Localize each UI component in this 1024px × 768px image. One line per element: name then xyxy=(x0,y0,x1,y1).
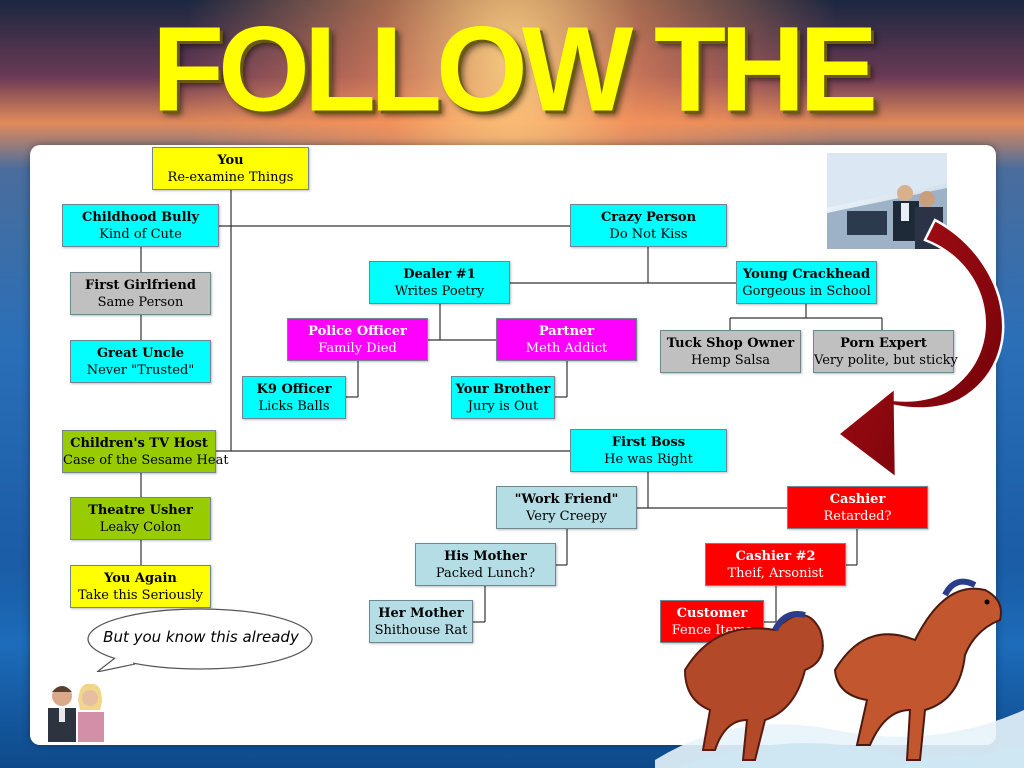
node-title: Great Uncle xyxy=(96,346,185,361)
node-subtitle: Meth Addict xyxy=(525,341,608,356)
node-subtitle: Very Creepy xyxy=(526,509,607,524)
node-subtitle: Kind of Cute xyxy=(99,227,182,242)
node-first-girlfriend: First Girlfriend Same Person xyxy=(70,272,211,315)
speech-bubble-text: But you know this already xyxy=(103,628,299,646)
node-theatre-usher: Theatre Usher Leaky Colon xyxy=(70,497,211,540)
node-k9-officer: K9 Officer Licks Balls xyxy=(242,376,346,419)
node-first-boss: First Boss He was Right xyxy=(570,429,727,472)
node-you-again: You Again Take this Seriously xyxy=(70,565,211,608)
node-subtitle: Packed Lunch? xyxy=(435,566,536,581)
node-customer: Customer Fence Items xyxy=(660,600,764,643)
node-title: Crazy Person xyxy=(600,210,697,225)
node-dealer-1: Dealer #1 Writes Poetry xyxy=(369,261,510,304)
node-title: Childhood Bully xyxy=(81,210,200,225)
node-title: Partner xyxy=(538,324,595,339)
node-title: His Mother xyxy=(444,549,527,564)
node-subtitle: Retarded? xyxy=(823,509,892,524)
node-title: Children's TV Host xyxy=(70,436,208,451)
node-subtitle: Very polite, but sticky xyxy=(814,353,958,368)
node-title: Her Mother xyxy=(378,606,464,621)
node-police-officer: Police Officer Family Died xyxy=(287,318,428,361)
node-her-mother: Her Mother Shithouse Rat xyxy=(369,600,473,643)
node-subtitle: Re-examine Things xyxy=(167,170,294,185)
node-subtitle: He was Right xyxy=(604,452,693,467)
node-subtitle: Fence Items xyxy=(671,623,753,638)
node-your-brother: Your Brother Jury is Out xyxy=(451,376,555,419)
node-subtitle: Writes Poetry xyxy=(394,284,485,299)
node-childhood-bully: Childhood Bully Kind of Cute xyxy=(62,204,219,247)
node-title: You Again xyxy=(104,571,177,586)
node-title: Tuck Shop Owner xyxy=(666,336,795,351)
node-subtitle: Take this Seriously xyxy=(77,588,204,603)
node-subtitle: Do Not Kiss xyxy=(609,227,688,242)
node-subtitle: Leaky Colon xyxy=(99,520,182,535)
node-subtitle: Theif, Arsonist xyxy=(727,566,824,581)
node-childrens-tv-host: Children's TV Host Case of the Sesame He… xyxy=(62,430,229,473)
node-his-mother: His Mother Packed Lunch? xyxy=(415,543,556,586)
node-work-friend: "Work Friend" Very Creepy xyxy=(496,486,637,529)
node-subtitle: Case of the Sesame Heat xyxy=(63,453,229,468)
node-subtitle: Hemp Salsa xyxy=(690,353,771,368)
node-subtitle: Shithouse Rat xyxy=(374,623,468,638)
node-you: You Re-examine Things xyxy=(152,147,309,190)
node-subtitle: Jury is Out xyxy=(467,399,539,414)
node-title: Cashier #2 xyxy=(735,549,816,564)
node-title: Customer xyxy=(676,606,748,621)
node-title: Your Brother xyxy=(455,382,551,397)
node-title: Cashier xyxy=(829,492,886,507)
node-young-crackhead: Young Crackhead Gorgeous in School xyxy=(736,261,877,304)
node-title: First Boss xyxy=(611,435,686,450)
node-title: Dealer #1 xyxy=(403,267,476,282)
node-title: Young Crackhead xyxy=(742,267,871,282)
node-title: Police Officer xyxy=(308,324,407,339)
node-crazy-person: Crazy Person Do Not Kiss xyxy=(570,204,727,247)
node-title: Theatre Usher xyxy=(88,503,193,518)
node-subtitle: Family Died xyxy=(318,341,397,356)
node-subtitle: Never "Trusted" xyxy=(86,363,195,378)
node-partner: Partner Meth Addict xyxy=(496,318,637,361)
hosts-photo xyxy=(40,676,112,742)
node-title: Porn Expert xyxy=(840,336,927,351)
node-great-uncle: Great Uncle Never "Trusted" xyxy=(70,340,211,383)
node-subtitle: Same Person xyxy=(97,295,184,310)
node-cashier-2: Cashier #2 Theif, Arsonist xyxy=(705,543,846,586)
node-title: You xyxy=(217,153,244,168)
node-subtitle: Licks Balls xyxy=(258,399,330,414)
node-title: "Work Friend" xyxy=(514,492,619,507)
business-people-photo xyxy=(827,153,947,249)
node-title: K9 Officer xyxy=(256,382,332,397)
node-title: First Girlfriend xyxy=(85,278,196,293)
node-tuck-shop-owner: Tuck Shop Owner Hemp Salsa xyxy=(660,330,801,373)
node-subtitle: Gorgeous in School xyxy=(742,284,871,299)
speech-bubble-icon xyxy=(87,608,313,672)
node-porn-expert: Porn Expert Very polite, but sticky xyxy=(813,330,958,373)
node-cashier: Cashier Retarded? xyxy=(787,486,928,529)
